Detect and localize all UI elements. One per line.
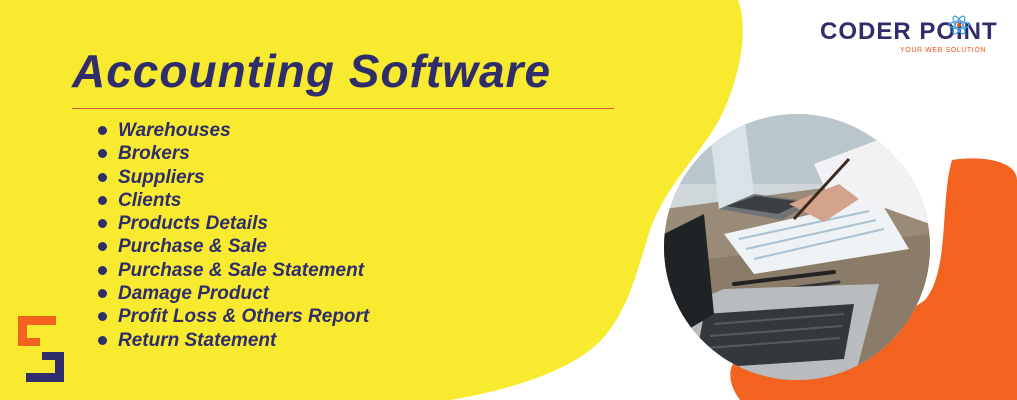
yellow-panel [0,0,743,400]
list-item-label: Profit Loss & Others Report [118,306,370,328]
feature-list: Warehouses Brokers Suppliers Clients Pro… [98,119,369,352]
list-item-label: Suppliers [118,166,205,188]
bullet-icon [98,335,107,345]
title-underline [72,108,614,109]
bullet-icon [98,289,107,299]
list-item-label: Products Details [118,213,268,235]
list-item: Purchase & Sale [98,235,369,258]
brand-name: CODER POINT [820,18,998,45]
atom-icon [948,15,970,35]
list-item-label: Damage Product [118,283,269,305]
list-item-label: Clients [118,189,182,211]
list-item-label: Brokers [118,143,190,165]
brand-mark-icon [18,316,64,382]
bullet-icon [98,219,107,229]
photo-illustration [664,114,930,380]
brand-logo[interactable]: CODER POINT YOUR WEB SOLUTION [820,14,1005,60]
orange-blob [730,158,1017,400]
list-item-label: Warehouses [118,120,231,141]
bullet-icon [98,265,107,275]
list-item: Return Statement [98,329,369,352]
laptop-writing-photo [664,114,930,380]
list-item: Purchase & Sale Statement [98,259,369,282]
page-title: Accounting Software [72,45,552,97]
list-item: Brokers [98,142,369,165]
bullet-icon [98,312,107,322]
list-item-label: Purchase & Sale Statement [118,259,365,281]
list-item: Damage Product [98,282,369,305]
bullet-icon [98,242,107,252]
list-item: Warehouses [98,119,369,142]
list-item: Profit Loss & Others Report [98,305,369,328]
list-item-label: Return Statement [118,329,277,351]
brand-tagline: YOUR WEB SOLUTION [900,47,987,54]
bullet-icon [98,126,107,135]
list-item: Suppliers [98,166,369,189]
list-item: Products Details [98,212,369,235]
bullet-icon [98,195,107,205]
bullet-icon [98,172,107,182]
list-item: Clients [98,189,369,212]
bullet-icon [98,149,107,159]
list-item-label: Purchase & Sale [118,236,267,258]
